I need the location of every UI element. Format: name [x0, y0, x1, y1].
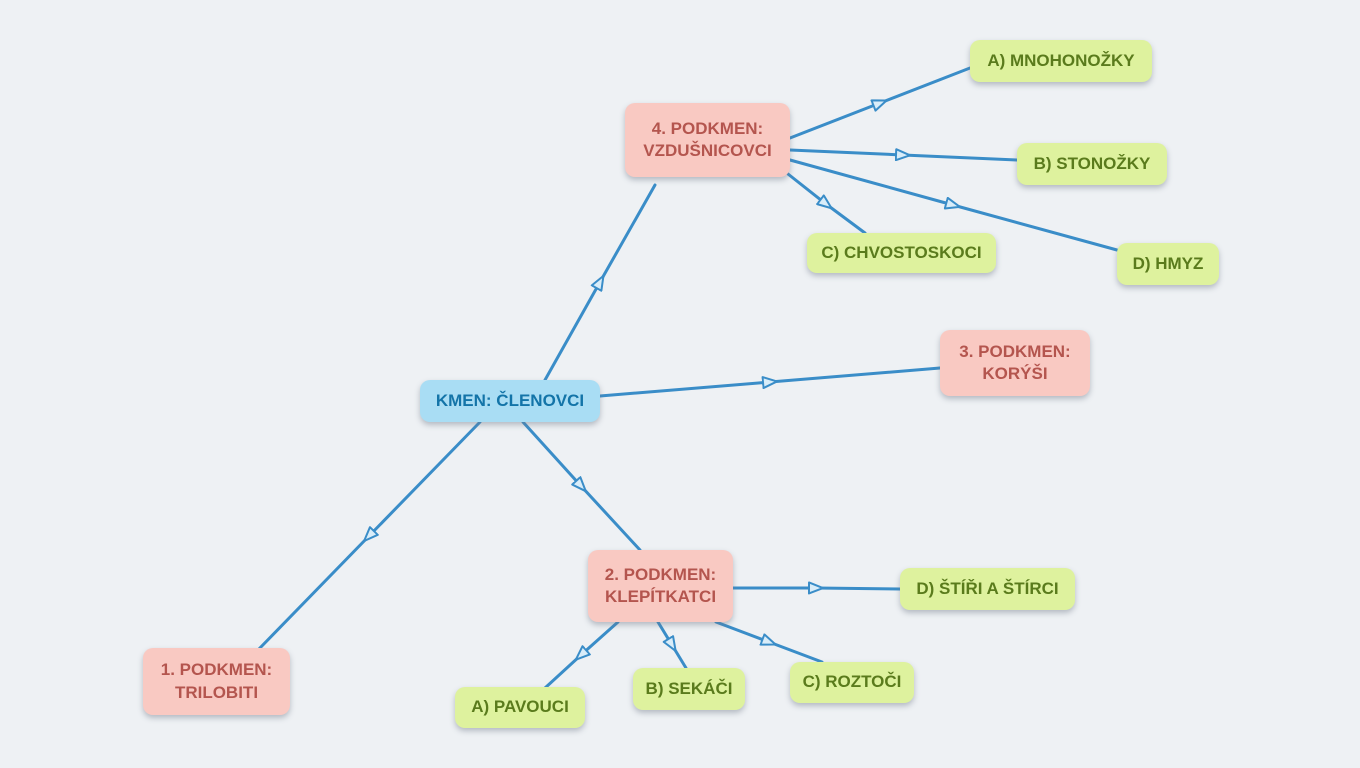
node-podkmen-2-klepitkatci[interactable]: 2. PODKMEN: KLEPÍTKATCI [588, 550, 733, 622]
node-label: C) ROZTOČI [802, 672, 902, 692]
edge-kmen-podkmen3 [598, 366, 942, 398]
node-label: D) ŠTÍŘI A ŠTÍRCI [916, 578, 1059, 598]
node-class-stonozky[interactable]: B) STONOŽKY [1017, 143, 1167, 185]
node-class-hmyz[interactable]: D) HMYZ [1117, 243, 1219, 285]
edge-podkmen4-hmyz [788, 158, 1119, 252]
node-class-pavouci[interactable]: A) PAVOUCI [455, 687, 585, 728]
node-label-line1: 1. PODKMEN: [160, 660, 273, 680]
node-label: C) CHVOSTOSKOCI [821, 242, 982, 262]
node-label-line2: TRILOBITI [174, 682, 259, 702]
node-label-line1: 3. PODKMEN: [959, 341, 1071, 361]
edge-podkmen4-mnohonozky [788, 66, 972, 140]
node-class-chvostoskoci[interactable]: C) CHVOSTOSKOCI [807, 233, 996, 273]
node-class-roztoci[interactable]: C) ROZTOČI [790, 662, 914, 703]
edge-kmen-podkmen4 [543, 183, 657, 382]
node-label: A) MNOHONOŽKY [987, 50, 1135, 70]
node-label-line1: 4. PODKMEN: [651, 118, 764, 138]
node-label: B) STONOŽKY [1033, 153, 1151, 173]
node-podkmen-3-korysi[interactable]: 3. PODKMEN: KORÝŠI [940, 330, 1090, 396]
edge-podkmen4-chvostoskoci [786, 172, 867, 235]
edge-podkmen4-stonozky [788, 148, 1019, 162]
node-label-line2: KORÝŠI [982, 364, 1048, 383]
node-label: D) HMYZ [1132, 253, 1204, 273]
node-class-sekaci[interactable]: B) SEKÁČI [633, 668, 745, 710]
node-class-stiri-a-stirci[interactable]: D) ŠTÍŘI A ŠTÍRCI [900, 568, 1075, 610]
node-label-line2: VZDUŠNICOVCI [643, 141, 772, 160]
node-label: A) PAVOUCI [471, 697, 569, 717]
edge-podkmen2-roztoci [714, 620, 824, 664]
node-label: KMEN: ČLENOVCI [435, 390, 585, 410]
edge-podkmen2-sekaci [656, 620, 688, 670]
edge-kmen-podkmen2 [521, 420, 642, 552]
node-label-line2: KLEPÍTKATCI [604, 587, 717, 606]
node-class-mnohonozky[interactable]: A) MNOHONOŽKY [970, 40, 1152, 82]
node-podkmen-4-vzdusnicovci[interactable]: 4. PODKMEN: VZDUŠNICOVCI [625, 103, 790, 177]
node-label-line1: 2. PODKMEN: [604, 564, 717, 584]
node-label: B) SEKÁČI [645, 678, 733, 698]
edge-kmen-podkmen1 [256, 420, 482, 652]
node-kmen-clenovci[interactable]: KMEN: ČLENOVCI [420, 380, 600, 422]
edge-podkmen2-pavouci [543, 620, 620, 690]
node-podkmen-1-trilobiti[interactable]: 1. PODKMEN: TRILOBITI [143, 648, 290, 715]
edge-podkmen2-stiri [731, 581, 902, 595]
